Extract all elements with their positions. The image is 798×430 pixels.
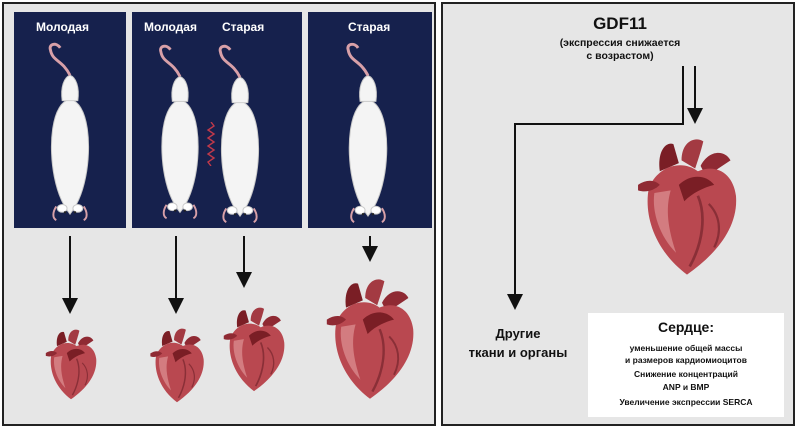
heart-effect-line2: и размеров кардиомиоцитов [588,355,784,365]
young-rat-box: Молодая [14,12,126,228]
heart-effect-line3: Снижение концентраций [588,369,784,379]
paired-young-heart-image [140,320,214,412]
other-tissues-line2: ткани и органы [463,345,573,360]
other-tissues-line1: Другие [463,326,573,341]
heart-effects-box: Сердце: уменьшение общей массы и размеро… [588,313,784,417]
young-heart-image [36,320,106,410]
gdf11-subtitle-line2: с возрастом) [443,50,797,62]
heart-effects-title: Сердце: [588,319,784,335]
old-rat-box: Старая [308,12,432,228]
pair-old-label: Старая [222,20,264,34]
gdf11-panel: GDF11 (экспрессия снижается с возрастом)… [441,2,795,426]
gdf11-title: GDF11 [443,14,797,34]
gdf11-heart-image [619,120,755,296]
parabiosis-panel: Молодая Молодая Старая Старая [2,2,436,426]
paired-young-rat-image [148,42,212,224]
paired-old-heart-image [212,294,296,406]
heart-effect-line1: уменьшение общей массы [588,343,784,353]
heart-effect-line5: Увеличение экспрессии SERCA [588,397,784,407]
old-rat-image [332,40,404,228]
parabiosis-box: Молодая Старая [132,12,302,228]
gdf11-subtitle-line1: (экспрессия снижается [443,37,797,49]
old-label: Старая [348,20,390,34]
young-rat-image [36,40,104,226]
pair-young-label: Молодая [144,20,197,34]
old-heart-image [310,266,430,414]
young-label: Молодая [36,20,89,34]
paired-old-rat-image [206,42,274,228]
suture-mark [206,122,216,166]
heart-effect-line4: ANP и BMP [588,382,784,392]
